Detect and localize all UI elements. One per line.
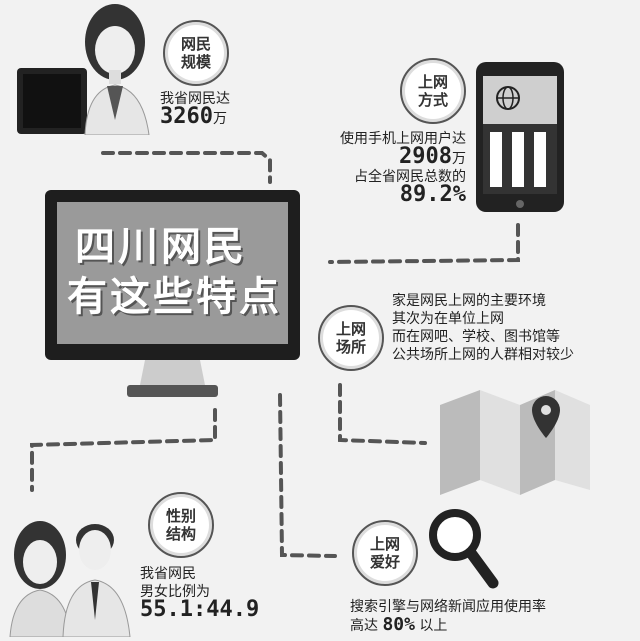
scale-number: 3260: [160, 104, 213, 129]
bubble-text-line2: 规模: [180, 53, 211, 71]
method-unit: 万: [452, 151, 466, 167]
bubble-text-line1: 上网: [369, 535, 400, 553]
hobby-text: 搜索引擎与网络新闻应用使用率 高达 80% 以上: [350, 598, 635, 635]
place-line3: 而在网吧、学校、图书馆等: [392, 329, 560, 345]
bubble-netizen-scale: 网民 规模: [163, 20, 229, 86]
man-woman-icon: [9, 521, 131, 638]
method-text: 使用手机上网用户达 2908万 占全省网民总数的 89.2%: [296, 130, 466, 207]
woman-at-computer-illustration: [15, 0, 155, 136]
hobby-line1: 搜索引擎与网络新闻应用使用率: [350, 599, 546, 615]
place-line2: 其次为在单位上网: [392, 311, 504, 327]
scale-line1: 我省网民达: [160, 91, 230, 107]
bubble-text-line2: 方式: [417, 91, 448, 109]
desktop-monitor-icon: [45, 190, 300, 397]
scale-unit: 万: [212, 111, 227, 127]
bubble-access-place: 上网 场所: [318, 305, 384, 371]
method-line1: 使用手机上网用户达: [340, 131, 466, 147]
hobby-line2-pre: 高达: [350, 618, 378, 634]
couple-illustration: [5, 510, 135, 638]
gender-line1: 我省网民: [140, 566, 196, 582]
gender-ratio: 55.1:44.9: [140, 597, 260, 622]
smartphone-icon: [476, 62, 564, 212]
gender-line2: 男女比例为: [140, 584, 210, 600]
monitor-title-line2: 有这些特点: [67, 274, 282, 320]
place-line4: 公共场所上网的人群相对较少: [392, 347, 574, 363]
bubble-text-line2: 结构: [165, 525, 196, 543]
woman-icon: [17, 4, 150, 136]
scale-text: 我省网民达 3260万: [160, 90, 230, 128]
magnifying-glass-icon: [429, 509, 499, 589]
hobby-percent: 80%: [382, 614, 415, 635]
monitor-illustration: 四川网民 有这些特点: [45, 190, 300, 400]
bubble-text-line2: 场所: [335, 338, 366, 356]
method-percent: 89.2%: [399, 182, 466, 207]
bubble-text-line1: 性别: [165, 507, 196, 525]
bubble-text-line1: 网民: [180, 35, 211, 53]
bubble-online-hobby: 上网 爱好: [352, 520, 418, 586]
magnifier-illustration: [425, 505, 500, 590]
monitor-title: 四川网民 有这些特点: [67, 222, 282, 322]
folded-map-icon: [440, 390, 590, 495]
hobby-line2-post: 以上: [419, 618, 448, 634]
method-line2: 占全省网民总数的: [354, 169, 466, 185]
bubble-text-line1: 上网: [417, 73, 448, 91]
bubble-gender-structure: 性别 结构: [148, 492, 214, 558]
bubble-text-line1: 上网: [335, 320, 366, 338]
monitor-title-line1: 四川网民: [75, 224, 247, 270]
place-text: 家是网民上网的主要环境 其次为在单位上网 而在网吧、学校、图书馆等 公共场所上网…: [392, 292, 637, 364]
bubble-text-line2: 爱好: [369, 553, 400, 571]
phone-illustration: [476, 62, 564, 212]
bubble-access-method: 上网 方式: [400, 58, 466, 124]
gender-text: 我省网民 男女比例为 55.1:44.9: [140, 565, 260, 622]
method-number: 2908: [399, 144, 452, 169]
map-illustration: [440, 385, 590, 495]
place-line1: 家是网民上网的主要环境: [392, 293, 546, 309]
